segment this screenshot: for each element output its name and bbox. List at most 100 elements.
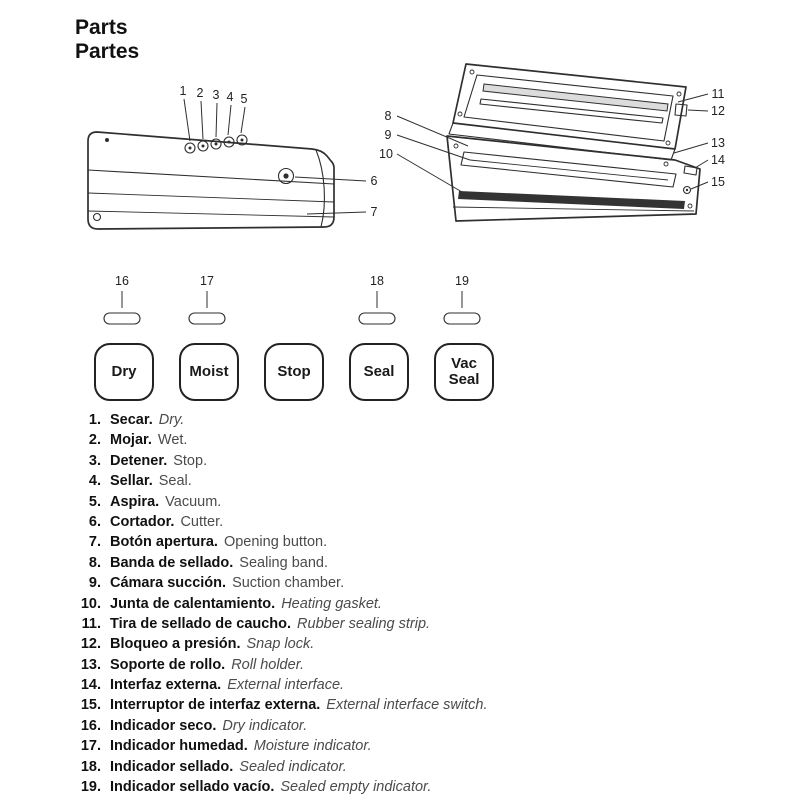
dry-button-illustration: Dry: [94, 343, 154, 401]
part-name-en: Sealed indicator.: [239, 758, 347, 775]
parts-list-item: 3. Detener. Stop.: [75, 453, 755, 473]
parts-list-item: 19.Indicador sellado vacío.Sealed empty …: [75, 779, 755, 799]
indicator-lights: [103, 291, 481, 325]
stop-button-illustration: Stop: [264, 343, 324, 401]
part-name-es: Interruptor de interfaz externa.: [110, 697, 321, 714]
part-name-es: Detener.: [110, 452, 168, 469]
callout-11: 11: [711, 87, 725, 101]
rubber-sealing-strip: [482, 83, 669, 112]
callout-18: 18: [370, 274, 384, 288]
part-name-es: Mojar.: [110, 432, 152, 449]
part-number: 1.: [88, 412, 101, 428]
part-name-en: Dry indicator.: [222, 717, 308, 734]
part-number: 13.: [80, 656, 101, 673]
seal-button-illustration: Seal: [349, 343, 409, 401]
parts-list-item: 6. Cortador. Cutter.: [75, 514, 755, 534]
part-name-es: Indicador humedad.: [110, 738, 248, 755]
callout-5: 5: [240, 92, 248, 106]
callout-19: 19: [455, 274, 469, 288]
callout-2: 2: [196, 86, 204, 100]
suction-chamber: [460, 151, 677, 188]
part-name-es: Sellar.: [110, 473, 153, 490]
part-name-es: Soporte de rollo.: [110, 656, 226, 673]
external-interface-switch: [682, 185, 692, 195]
part-number: 17.: [80, 738, 101, 755]
dry-indicator-pill: [103, 312, 141, 325]
callout-1: 1: [179, 84, 187, 98]
part-number: 3.: [88, 452, 101, 469]
callout-12: 12: [711, 104, 725, 118]
parts-list-item: 16. Indicador seco. Dry indicator.: [75, 718, 755, 738]
part-name-es: Aspira.: [110, 493, 160, 510]
part-name-en: Sealing band.: [239, 554, 328, 571]
parts-list-item: 14. Interfaz externa. External interface.: [75, 677, 755, 697]
snap-lock: [674, 103, 688, 117]
title-es: Partes: [75, 40, 140, 64]
part-name-en: Seal.: [158, 473, 192, 490]
callout-3: 3: [212, 88, 220, 102]
callout-4: 4: [226, 90, 234, 104]
part-number: 7.: [88, 534, 101, 551]
part-number: 14.: [80, 677, 101, 694]
parts-list-item: 7. Botón apertura. Opening button.: [75, 534, 755, 554]
parts-legend: 1.Secar.Dry. 2.Mojar.Wet. 3.Detener.Stop…: [75, 412, 755, 799]
page-title: Parts Partes: [75, 16, 139, 64]
part-name-es: Cámara succión.: [110, 575, 227, 592]
parts-list-item: 5.Aspira.Vacuum.: [75, 494, 755, 514]
part-name-es: Botón apertura.: [110, 534, 218, 551]
parts-list-item: 12. Bloqueo a presión. Snap lock.: [75, 636, 755, 656]
vac-seal-button-illustration: Vac Seal: [434, 343, 494, 401]
heating-gasket-strip: [458, 191, 685, 209]
closed-sealer-illustration: [87, 98, 367, 230]
callout-15: 15: [711, 175, 725, 189]
part-name-en: Opening button.: [223, 534, 328, 551]
part-number: 18.: [80, 758, 101, 775]
part-name-es: Tira de sellado de caucho.: [110, 615, 292, 632]
part-name-en: External interface.: [227, 677, 345, 694]
part-name-en: Stop.: [173, 452, 208, 469]
part-name-en: Sealed empty indicator.: [280, 779, 432, 796]
part-number: 6.: [88, 513, 101, 530]
parts-list-item: 1. Secar. Dry.: [75, 412, 755, 432]
part-name-es: Indicador sellado.: [110, 758, 234, 775]
part-number: 16.: [80, 717, 101, 734]
part-name-es: Secar.: [110, 412, 153, 428]
parts-list-item: 15. Interruptor de interfaz externa. Exter…: [75, 697, 755, 717]
callout-8: 8: [384, 109, 392, 123]
callout-10: 10: [379, 147, 393, 161]
part-name-en: Snap lock.: [246, 636, 315, 653]
part-name-en: Dry.: [158, 412, 185, 428]
closed-callout-lines: [183, 98, 367, 215]
part-number: 12.: [80, 636, 101, 653]
part-number: 15.: [80, 697, 101, 714]
parts-list-item: 9. Cámara succión. Suction chamber.: [75, 575, 755, 595]
part-number: 9.: [88, 575, 101, 592]
part-name-en: External interface switch.: [326, 697, 488, 714]
callout-6: 6: [370, 174, 378, 188]
parts-list-item: 10.Junta de calentamiento.Heating gasket…: [75, 596, 755, 616]
part-name-es: Cortador.: [110, 513, 175, 530]
part-name-en: Cutter.: [180, 513, 224, 530]
open-sealer-illustration: [396, 63, 709, 222]
callout-9: 9: [384, 128, 392, 142]
part-name-en: Suction chamber.: [232, 575, 345, 592]
part-name-en: Rubber sealing strip.: [297, 615, 431, 632]
part-name-es: Bloqueo a presión.: [110, 636, 241, 653]
parts-list-item: 13.Soporte de rollo.Roll holder.: [75, 657, 755, 677]
cutter-knob: [277, 167, 295, 185]
seal-indicator-pill: [358, 312, 396, 325]
part-name-es: Junta de calentamiento.: [110, 595, 276, 612]
part-number: 10.: [80, 595, 101, 612]
moist-button-illustration: Moist: [179, 343, 239, 401]
parts-list-item: 8.Banda de sellado.Sealing band.: [75, 555, 755, 575]
open-callout-lines: [396, 93, 709, 193]
callout-14: 14: [711, 153, 725, 167]
part-number: 4.: [88, 473, 101, 490]
callout-16: 16: [115, 274, 129, 288]
part-name-es: Interfaz externa.: [110, 677, 222, 694]
title-en: Parts: [75, 16, 128, 39]
callout-17: 17: [200, 274, 214, 288]
part-name-es: Indicador seco.: [110, 717, 217, 734]
part-number: 2.: [88, 432, 101, 449]
